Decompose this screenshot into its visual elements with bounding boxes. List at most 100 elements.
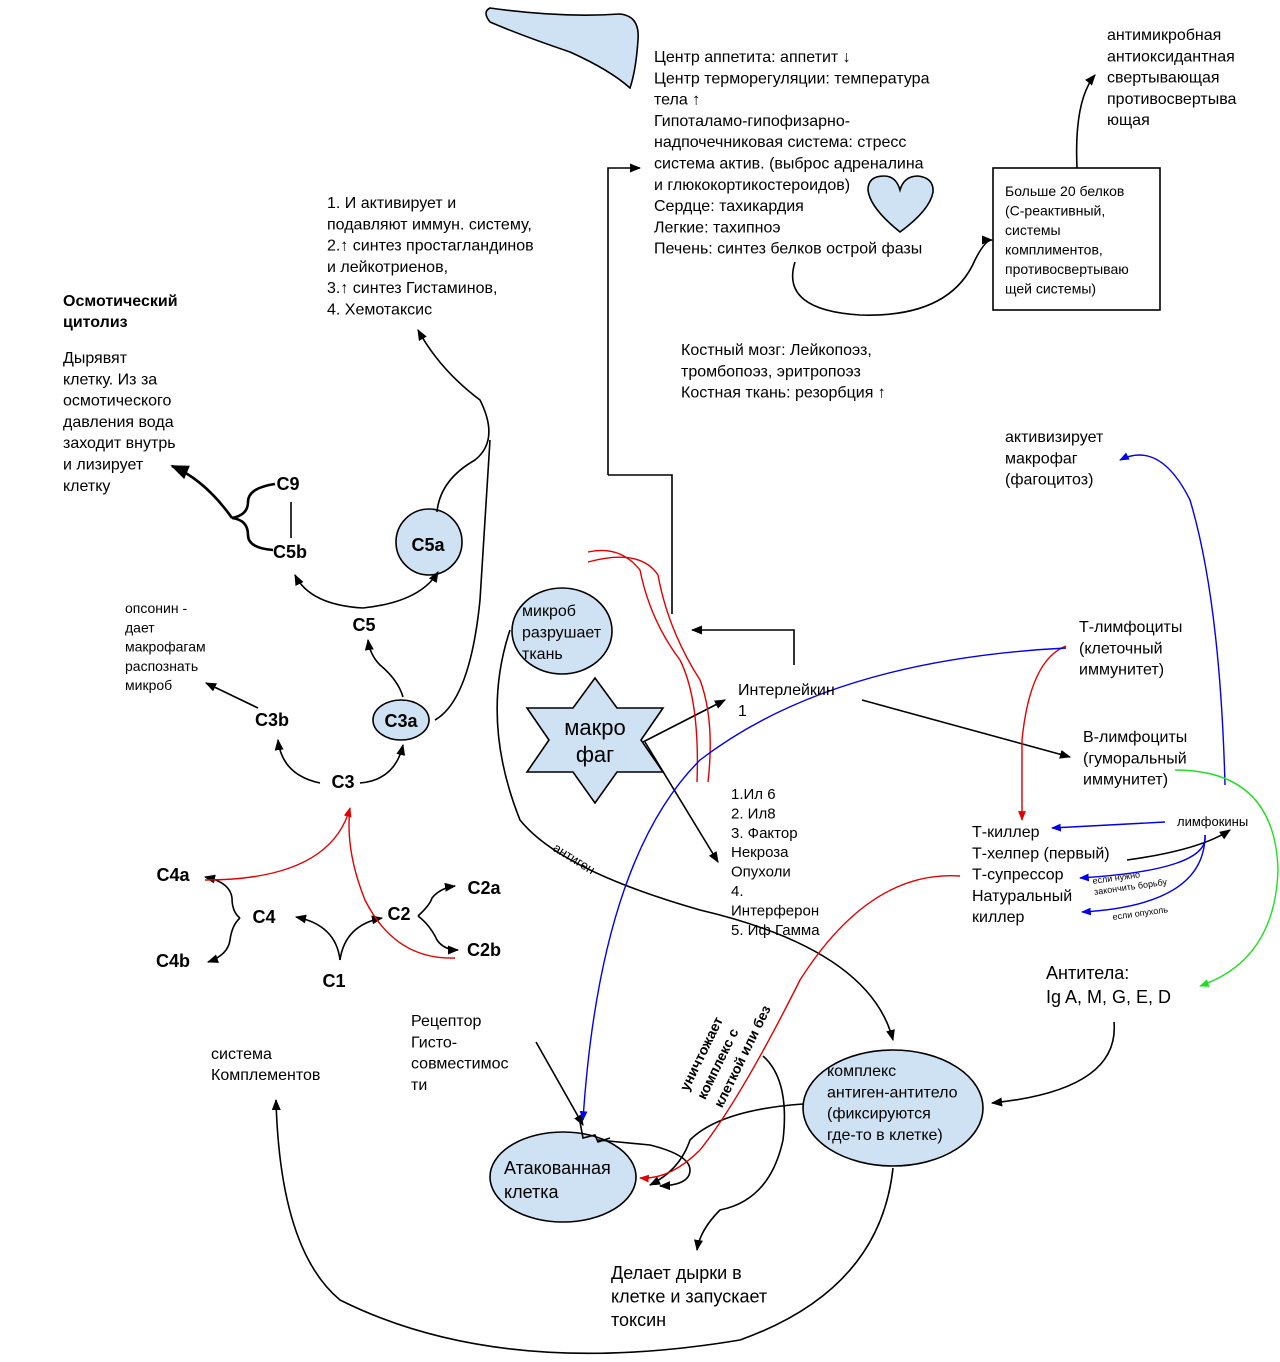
label-line: и глюкокортикостероидов) (654, 177, 850, 194)
proteins-box (992, 167, 1161, 311)
label-line: Гисто- (411, 1034, 457, 1051)
label-macrophage: макрофаг (564, 715, 625, 767)
label-line: Т-киллер (972, 824, 1040, 841)
label-line: совместимос (411, 1056, 508, 1073)
label-line: Центр аппетита: аппетит ↓ (654, 49, 851, 66)
label-line: Т-хелпер (первый) (972, 845, 1110, 862)
label-line: микроб (125, 677, 172, 693)
label-line: C4 (252, 907, 275, 927)
label-line: и лейкотриенов, (327, 259, 448, 276)
label-C2a: C2a (467, 878, 501, 898)
label-C4a: C4a (156, 865, 190, 885)
c3a-node (372, 699, 430, 741)
label-line: надпочечниковая система: стресс (654, 134, 906, 151)
label-line: лимфокины (1177, 814, 1248, 829)
label-line: тромбопоэз, эритропоэз (681, 363, 861, 380)
heart-shape (867, 175, 934, 234)
label-line: токсин (611, 1310, 666, 1330)
label-line: (фиксируются (827, 1106, 931, 1123)
label-line: Т-лимфоциты (1079, 619, 1182, 636)
label-line: 1 (738, 703, 747, 720)
label-line: если опухоль (1112, 904, 1169, 922)
label-line: цитолиз (63, 314, 128, 331)
label-line: ющая (1107, 112, 1150, 129)
label-line: 4. (731, 883, 744, 900)
label-line: C5a (411, 535, 445, 555)
label-line: где-то в клетке) (827, 1127, 943, 1144)
label-line: Костная ткань: резорбция ↑ (681, 385, 886, 402)
label-line: C9 (276, 474, 299, 494)
label-line: активизирует (1005, 429, 1104, 446)
label-line: клетке и запускает (611, 1287, 767, 1307)
label-line: разрушает (522, 625, 602, 642)
label-line: Т-супрессор (972, 867, 1064, 884)
label-C9: C9 (276, 474, 299, 494)
label-line: 4. Хемотаксис (327, 302, 432, 319)
label-line: Опухоли (731, 864, 791, 881)
label-interleukin: Интерлейкин 1 (738, 682, 835, 720)
label-line: (клеточный (1079, 640, 1163, 657)
label-line: Центр терморегуляции: температура (654, 70, 930, 87)
label-line: комплиментов, (1005, 242, 1103, 258)
label-line: (фагоцитоз) (1005, 472, 1093, 489)
label-bone: Костный мозг: Лейкопоэз, тромбопоэз, эрит… (681, 342, 886, 402)
label-line: C4b (156, 951, 190, 971)
microbe-node (511, 587, 613, 675)
label-line: дает (125, 619, 155, 635)
label-C4b: C4b (156, 951, 190, 971)
attacked-cell-node (489, 1131, 637, 1223)
label-line: C3b (255, 710, 289, 730)
label-line: (С-реактивный, (1005, 203, 1105, 219)
label-line: C2b (467, 940, 501, 960)
label-line: Рецептор (411, 1013, 481, 1030)
label-C1: C1 (322, 971, 345, 991)
label-line: Сердце: тахикардия (654, 198, 804, 215)
label-line: Антитела: (1046, 963, 1129, 983)
label-line: распознать (125, 658, 198, 674)
complex-node (802, 1049, 984, 1167)
label-line: иммунитет) (1083, 772, 1168, 789)
label-line: иммунитет) (1079, 662, 1164, 679)
label-line: антиген-антитело (827, 1084, 958, 1101)
label-line: C2a (467, 878, 501, 898)
label-line: Интерферон (731, 902, 819, 919)
label-line: C1 (322, 971, 345, 991)
label-line: макрофагам (125, 639, 206, 655)
label-line: макрофаг (1005, 450, 1078, 467)
label-line: 5. Иф Гамма (731, 922, 820, 939)
liver-shape (485, 7, 639, 90)
label-line: Атакованная (504, 1158, 611, 1178)
label-line: система (211, 1046, 272, 1063)
label-C3: C3 (331, 772, 354, 792)
label-line: C3a (384, 711, 418, 731)
macrophage-star (525, 676, 665, 805)
label-antigen: антиген (550, 840, 597, 877)
label-line: 3.↑ синтез Гистаминов, (327, 280, 497, 297)
label-protein-props: антимикробнаяантиоксидантнаясвертывающая… (1107, 27, 1237, 129)
label-line: C5b (273, 542, 307, 562)
label-C2: C2 (387, 904, 410, 924)
label-lymphokines: лимфокины (1177, 814, 1248, 829)
label-line: осмотического (63, 393, 172, 410)
label-line: 3. Фактор (731, 825, 798, 842)
label-line: свертывающая (1107, 70, 1220, 87)
label-line: Больше 20 белков (1005, 183, 1124, 199)
label-C5: C5 (352, 615, 375, 635)
label-line: 1. И активирует и (327, 195, 456, 212)
label-line: антиоксидантная (1107, 48, 1235, 65)
black-arrows (170, 74, 1231, 1355)
label-line: Гипоталамо-гипофизарно- (654, 113, 850, 130)
label-line: противосвертыва (1107, 91, 1237, 108)
label-line: 2. Ил8 (731, 805, 776, 822)
label-line: Костный мозг: Лейкопоэз, (681, 342, 872, 359)
label-line: макро (564, 715, 625, 740)
label-line: (гуморальный (1083, 750, 1187, 767)
label-line: 2.↑ синтез простагландинов (327, 238, 534, 255)
label-line: Интерлейкин (738, 682, 835, 699)
label-antibodies: Антитела:Ig A, M, G, E, D (1046, 963, 1171, 1007)
